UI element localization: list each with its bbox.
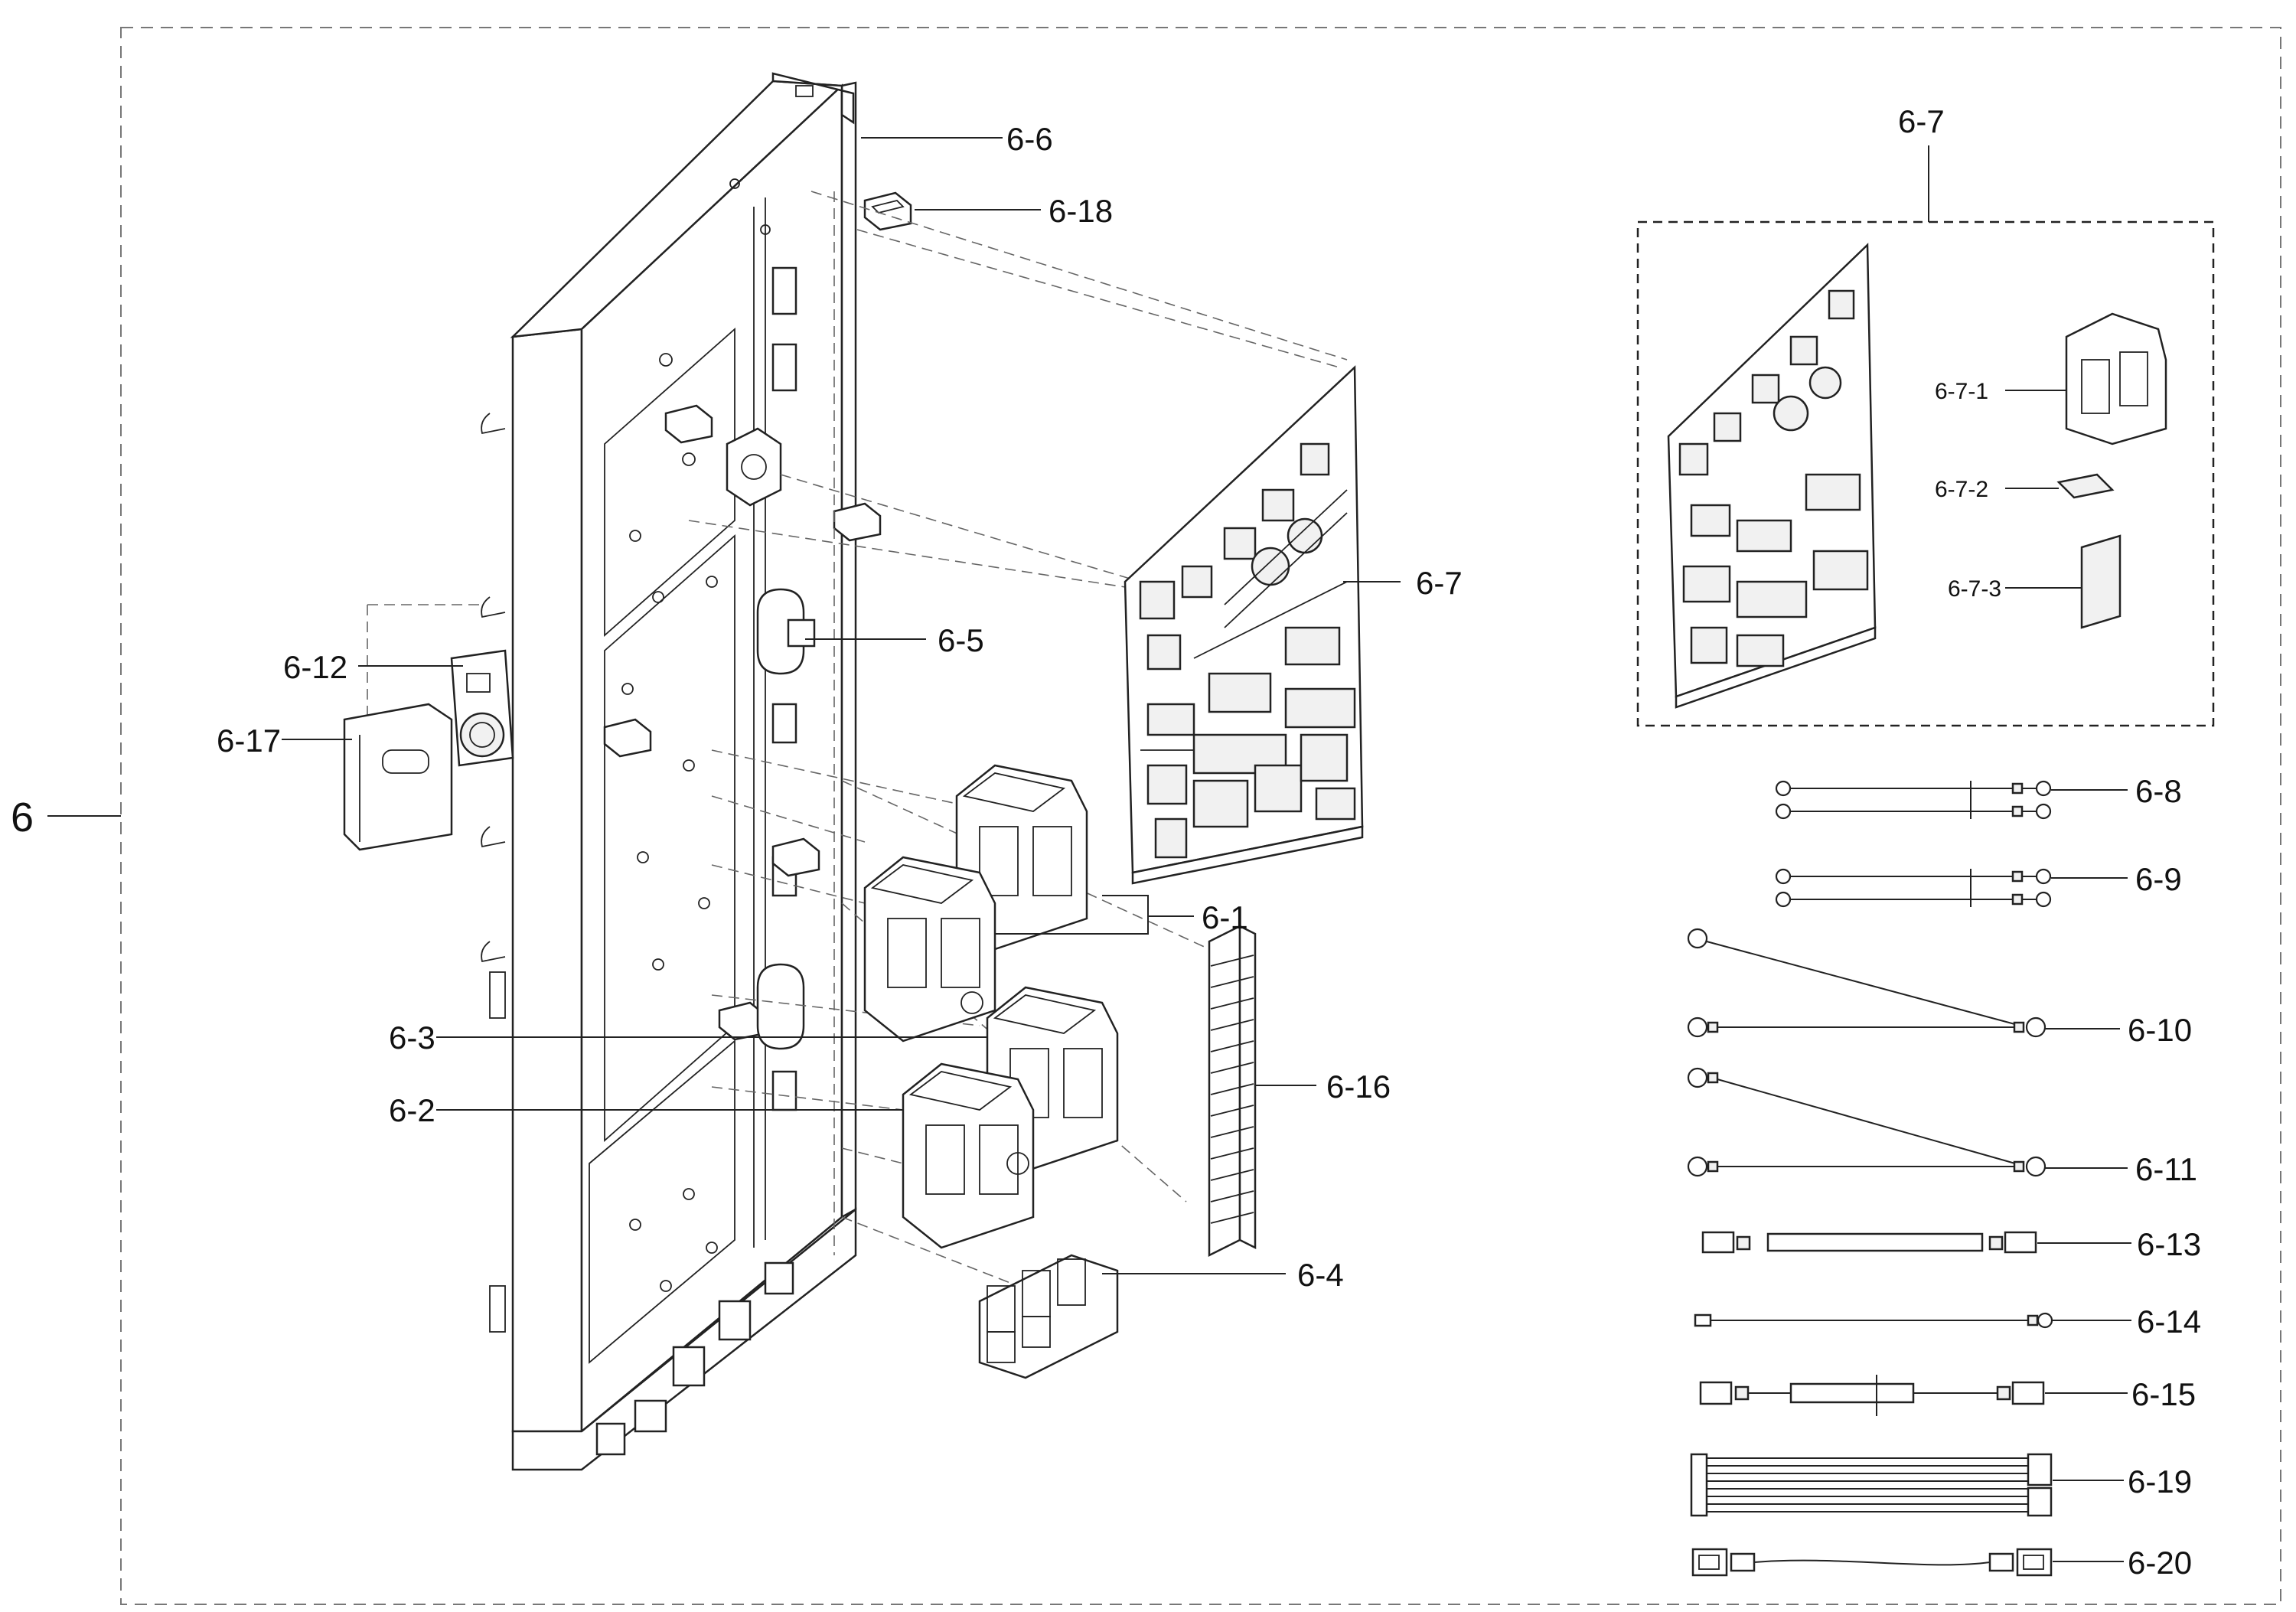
label-6-19: 6-19 [2128,1464,2192,1499]
label-6-7: 6-7 [1416,565,1463,601]
label-6-4: 6-4 [1297,1257,1344,1293]
clip-bracket-6-18 [863,191,912,231]
label-6-8: 6-8 [2135,773,2182,809]
wire-6-10: 6-10 [1687,928,2192,1048]
label-6-2: 6-2 [389,1092,435,1128]
sensor-bracket-6-12 [450,649,514,767]
cover-6-17 [343,703,453,851]
chassis-panel [481,72,857,1471]
wire-6-19: 6-19 [1690,1453,2192,1517]
label-6-20: 6-20 [2128,1545,2192,1581]
wire-6-11: 6-11 [1687,1067,2197,1187]
wire-6-15: 6-15 [1699,1375,2196,1416]
label-6-16: 6-16 [1326,1069,1391,1105]
label-6-10: 6-10 [2128,1012,2192,1048]
label-6-15: 6-15 [2131,1376,2196,1412]
grommet [726,427,782,507]
label-6-9: 6-9 [2135,861,2182,897]
terminal-block-6-4 [978,1254,1119,1379]
wire-6-20: 6-20 [1691,1545,2192,1581]
label-6-14: 6-14 [2137,1304,2201,1340]
group-label: 6 [11,795,34,840]
label-6-7-2: 6-7-2 [1935,477,1988,502]
wire-6-13: 6-13 [1701,1226,2201,1262]
cable-clamp-6-5 [756,588,816,1050]
pcb-part-6-7-3 [2080,534,2122,629]
callout-labels: 6-6 6-18 6-7 6-5 6-12 6-17 6-1 6-16 6-3 … [217,121,1463,1293]
label-6-18: 6-18 [1049,193,1113,229]
detail-box-6-7: 6-7 [1636,103,2215,727]
label-6-11: 6-11 [2135,1151,2197,1187]
label-6-1: 6-1 [1202,899,1248,935]
wire-6-8: 6-8 [1775,773,2182,820]
relay-lower-6-1 [863,856,996,1043]
clip-bracket-repeats [603,404,882,1041]
wire-6-9: 6-9 [1775,861,2182,908]
relay-6-2 [902,1062,1035,1249]
label-6-3: 6-3 [389,1020,435,1056]
pcb-board-6-7 [1124,365,1364,885]
label-6-7-1: 6-7-1 [1935,379,1988,404]
group-frame [120,27,2281,1605]
label-6-17: 6-17 [217,723,281,759]
detail-title: 6-7 [1898,103,1945,139]
label-6-7-3: 6-7-3 [1948,576,2001,602]
pcb-part-6-7-2 [2056,473,2115,499]
callout-leaders [282,137,1401,1274]
label-6-6: 6-6 [1006,121,1053,157]
label-6-12: 6-12 [283,649,347,685]
label-6-5: 6-5 [938,622,984,658]
label-6-13: 6-13 [2137,1226,2201,1262]
pcb-part-6-7-1 [2065,312,2167,445]
terminal-strip-6-16 [1208,924,1257,1258]
wire-6-14: 6-14 [1694,1304,2201,1340]
